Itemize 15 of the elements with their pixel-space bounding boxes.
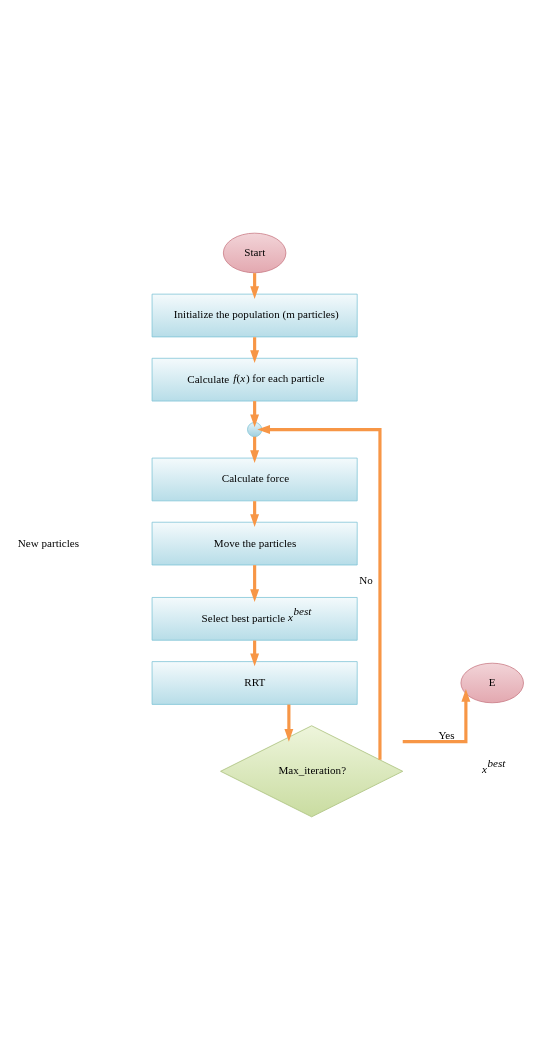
node-ellipse: Start: [222, 232, 287, 273]
edge-label: No: [359, 573, 373, 586]
arrow: [284, 704, 294, 742]
arrow: [250, 564, 260, 602]
label: New particles: [17, 536, 80, 549]
node-box: Move the particles: [151, 521, 358, 565]
node-circle: [247, 421, 263, 437]
node-box: RRT: [151, 660, 358, 705]
node-box: Initialize the population (m particles): [151, 293, 358, 337]
node-box: Calculate force: [151, 457, 358, 501]
edge-label: Yes: [438, 728, 455, 741]
arrow: [257, 424, 382, 760]
node-diamond: Max_iteration?: [220, 724, 404, 817]
arrow: [402, 688, 471, 743]
node-box: Calculate f(x) for each particle: [151, 357, 358, 401]
